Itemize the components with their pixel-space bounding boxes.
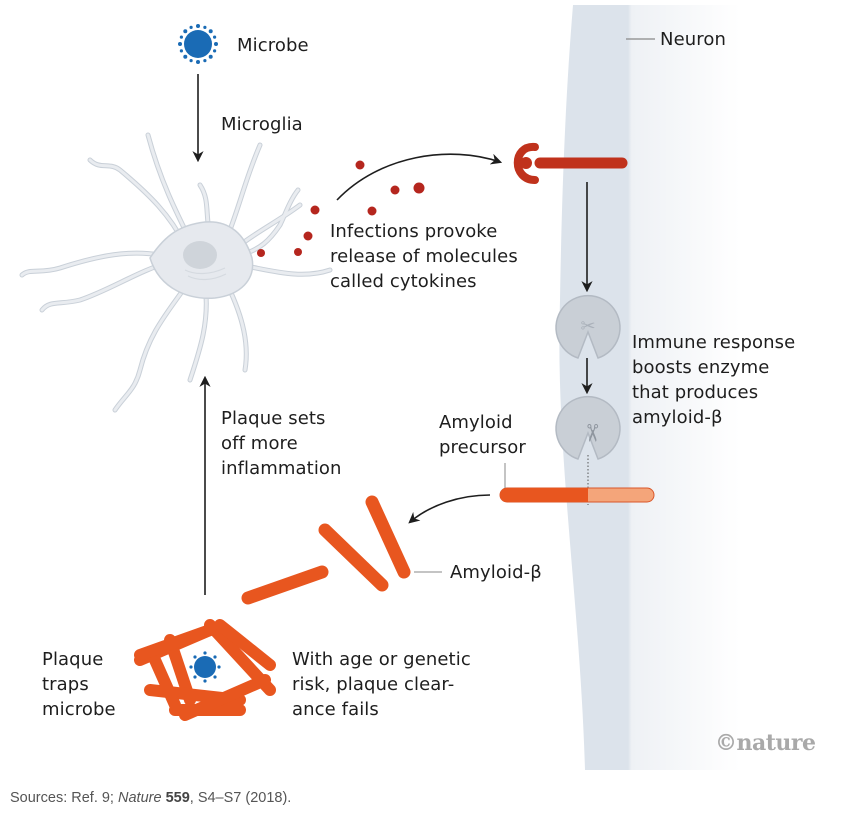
caption-journal: Nature bbox=[118, 790, 162, 806]
source-caption: Sources: Ref. 9; Nature 559, S4–S7 (2018… bbox=[10, 790, 291, 806]
microglia-nucleus bbox=[183, 241, 217, 269]
caption-suffix: , S4–S7 (2018). bbox=[189, 790, 292, 806]
enzyme-icon-inactive: ✂ bbox=[555, 294, 621, 359]
microbe-label: Microbe bbox=[237, 35, 309, 56]
scissors-icon: ✂ bbox=[578, 423, 606, 443]
plaque-traps-label: Plaque traps microbe bbox=[42, 649, 116, 720]
enzyme-icon-active: ✂ bbox=[555, 395, 621, 460]
plaque-microbe-icon bbox=[189, 651, 221, 683]
immune-response-label: Immune response boosts enzyme that produ… bbox=[632, 332, 796, 428]
neuron-label: Neuron bbox=[660, 29, 726, 50]
amyloid-beta-rods bbox=[241, 495, 411, 605]
diagram-canvas: ✂ ✂ bbox=[19, 5, 740, 770]
receptor-icon bbox=[513, 143, 628, 184]
caption-volume: 559 bbox=[165, 790, 190, 806]
plaque-cluster bbox=[134, 619, 276, 721]
cytokine-dots bbox=[257, 160, 425, 257]
neuron-membrane bbox=[559, 5, 740, 770]
plaque-inflammation-label: Plaque sets off more inflammation bbox=[221, 408, 342, 479]
clearance-fails-label: With age or genetic risk, plaque clear- … bbox=[292, 649, 471, 720]
nature-logo: ©nature bbox=[715, 730, 816, 756]
microbe-icon bbox=[178, 24, 218, 64]
cytokines-label: Infections provoke release of molecules … bbox=[330, 221, 518, 292]
caption-prefix: Sources: Ref. 9; bbox=[10, 790, 118, 806]
amyloid-precursor-label: Amyloid precursor bbox=[439, 412, 526, 458]
amyloid-precursor-bar bbox=[499, 487, 655, 503]
scissors-icon: ✂ bbox=[580, 316, 595, 337]
amyloid-beta-label: Amyloid-β bbox=[450, 562, 542, 583]
precursor-to-amyloid-arrow bbox=[408, 494, 491, 524]
cytokine-to-receptor-arrow bbox=[336, 153, 503, 201]
microglia-label: Microglia bbox=[221, 114, 303, 135]
